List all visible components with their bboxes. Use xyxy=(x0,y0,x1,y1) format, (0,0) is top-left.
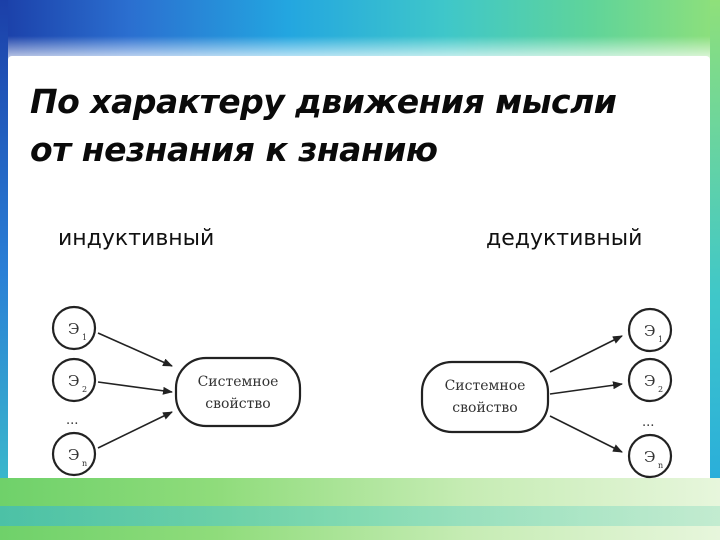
system-label-line-1: Системное xyxy=(198,374,279,390)
arrow-to-element xyxy=(549,335,623,373)
header-gradient-band xyxy=(0,0,720,62)
slide-content-area xyxy=(8,56,710,476)
deductive-diagram: Системное свойство Э 1 Э 2 ... Э n xyxy=(420,307,673,479)
element-subscript: 2 xyxy=(82,385,87,394)
arrow-to-element xyxy=(549,381,623,395)
element-subscript: n xyxy=(658,461,663,470)
inductive-element-1: Э 1 xyxy=(51,305,97,351)
slide-title-line-1: По характеру движения мысли xyxy=(30,82,617,121)
inductive-diagram: Э 1 Э 2 ... Э n Системное свойство xyxy=(51,305,302,477)
element-letter: Э xyxy=(644,322,655,340)
system-label-line-2: свойство xyxy=(205,396,270,412)
system-label-line-2: свойство xyxy=(452,400,517,416)
left-accent-bar xyxy=(0,0,8,540)
arrow-to-system xyxy=(97,381,173,395)
deductive-element-1: Э 1 xyxy=(627,307,673,353)
arrow-to-element xyxy=(549,415,623,453)
inductive-label: индуктивный xyxy=(58,226,215,251)
element-letter: Э xyxy=(68,372,79,390)
inductive-ellipsis: ... xyxy=(66,413,78,428)
right-accent-bar xyxy=(710,0,720,540)
slide-title-line-2: от незнания к знанию xyxy=(30,130,438,169)
inductive-system-property-node: Системное свойство xyxy=(174,356,302,428)
slide-title: По характеру движения мысли от незнания … xyxy=(30,78,690,174)
inductive-element-n: Э n xyxy=(51,431,97,477)
element-letter: Э xyxy=(644,448,655,466)
element-subscript: n xyxy=(82,459,87,468)
inductive-element-2: Э 2 xyxy=(51,357,97,403)
arrow-to-system xyxy=(97,332,173,367)
deductive-element-2: Э 2 xyxy=(627,357,673,403)
element-subscript: 2 xyxy=(658,385,663,394)
deductive-system-property-node: Системное свойство xyxy=(420,360,550,434)
element-letter: Э xyxy=(68,320,79,338)
deductive-ellipsis: ... xyxy=(642,415,654,430)
deductive-label: дедуктивный xyxy=(486,226,643,251)
arrow-to-system xyxy=(97,411,173,449)
element-subscript: 1 xyxy=(658,335,663,344)
element-letter: Э xyxy=(68,446,79,464)
footer-gradient-band xyxy=(0,478,720,540)
deductive-element-n: Э n xyxy=(627,433,673,479)
system-label-line-1: Системное xyxy=(445,378,526,394)
element-subscript: 1 xyxy=(82,333,87,342)
element-letter: Э xyxy=(644,372,655,390)
